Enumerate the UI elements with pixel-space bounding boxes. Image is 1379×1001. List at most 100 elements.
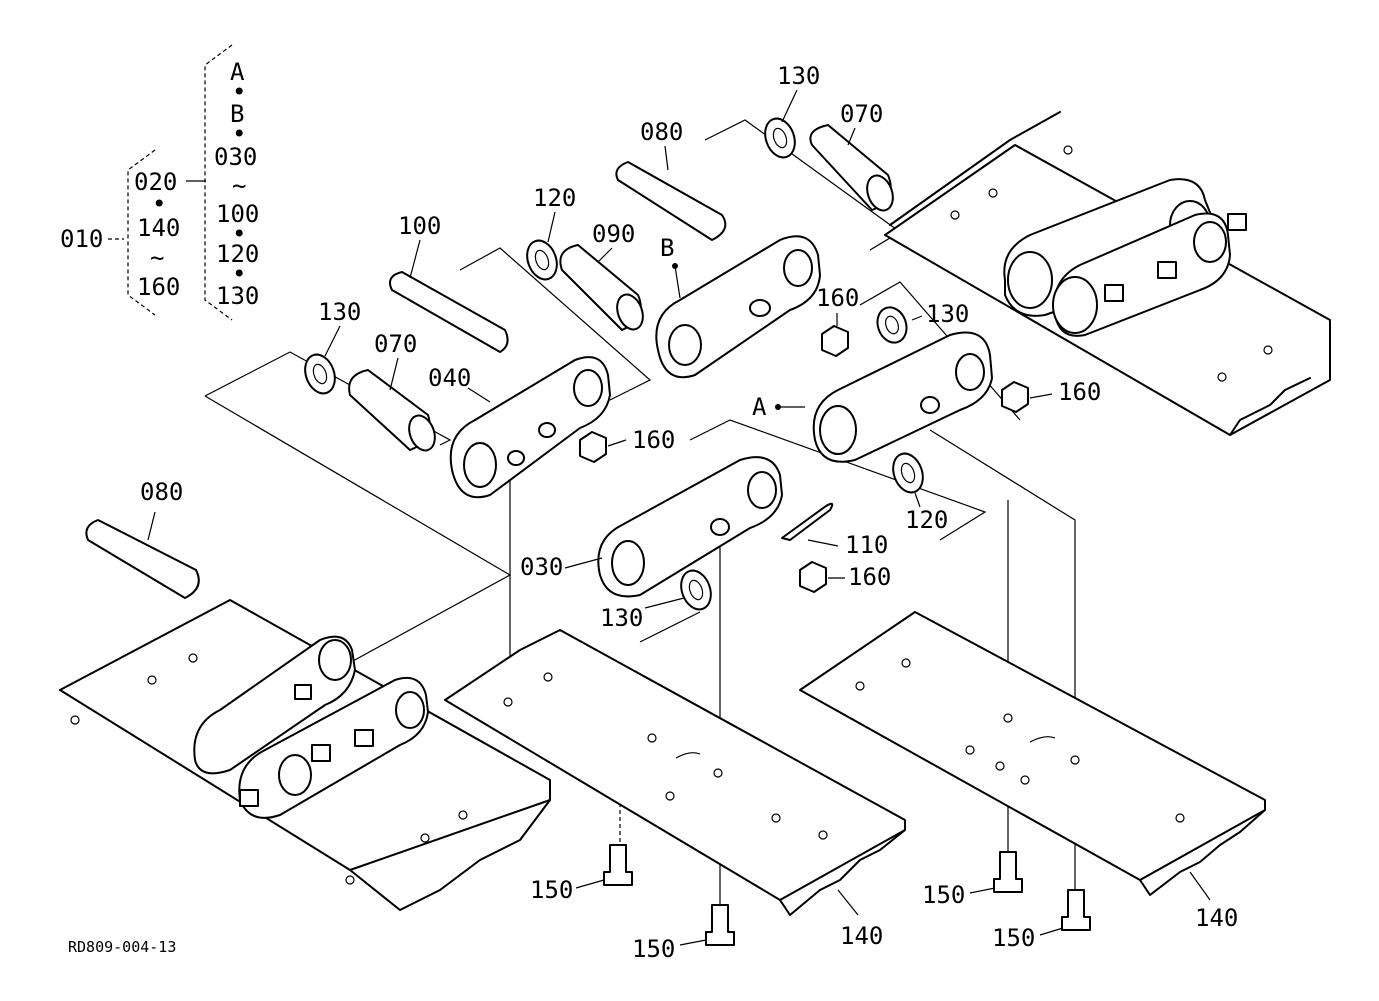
nut-160-mid: [821, 325, 849, 357]
leader-140-a: [837, 889, 859, 916]
label-100: 100: [398, 212, 441, 240]
label-130-top: 130: [777, 62, 820, 90]
legend: 010 020 • 140 ~ 160 A • B • 030 ~ 100 • …: [60, 44, 259, 321]
leader-030: [564, 557, 603, 569]
pin-080-upper: [615, 161, 727, 241]
washer-130-upper: [764, 117, 796, 159]
label-110: 110: [845, 531, 888, 559]
washer-120-right: [892, 452, 924, 494]
legend-a-item-0: 020: [134, 168, 177, 196]
bushing-070-upper-end: [866, 174, 894, 212]
shoe-hole: [1217, 372, 1227, 382]
leader-130-top: [781, 89, 798, 123]
label-160-mid: 160: [816, 284, 859, 312]
track-shoe-b: [799, 611, 1266, 881]
legend-b-dot-2: •: [232, 220, 246, 248]
pin-100: [389, 271, 509, 353]
link-pin-boss: [668, 324, 702, 366]
link-nut: [311, 744, 331, 762]
legend-root: 010: [60, 225, 103, 253]
callout-labels: 130 070 080 120 090 100 130 070 040 160 …: [140, 62, 1238, 963]
washer-hole: [900, 462, 916, 484]
track-frame-top: [889, 111, 1061, 226]
link-pin-boss: [395, 691, 425, 729]
label-070-left: 070: [374, 330, 417, 358]
track-shoe-b-grouser: [1139, 809, 1266, 896]
label-140-a: 140: [840, 922, 883, 950]
label-120-top: 120: [533, 184, 576, 212]
leader-150-a: [575, 879, 605, 889]
leader-130-left: [324, 325, 341, 357]
legend-b-tilde: ~: [232, 172, 246, 200]
bolt-150-c: [993, 851, 1023, 893]
washer-130-right: [876, 306, 908, 344]
legend-a-item-1: 140: [137, 214, 180, 242]
leader-160-left: [607, 439, 627, 447]
leader-150-c: [969, 887, 996, 894]
shoe-hole: [1003, 713, 1013, 723]
bushing-090-end: [616, 293, 644, 331]
link-bolt-hole: [538, 422, 556, 438]
washer-hole: [534, 249, 550, 271]
explosion-guides: [204, 119, 1076, 940]
shoe-hole: [458, 810, 468, 820]
shoe-hole: [818, 830, 828, 840]
pin-080-lower: [85, 519, 200, 599]
label-090: 090: [592, 220, 635, 248]
link-pin-boss: [611, 540, 645, 586]
shoe-hole: [713, 768, 723, 778]
link-pin-boss: [1007, 251, 1053, 309]
shoe-hole: [901, 658, 911, 668]
link-bolt-hole: [507, 450, 525, 466]
track-link-upper-b: [1053, 212, 1231, 337]
shoe-hole: [855, 681, 865, 691]
bushing-070-left-end: [408, 414, 436, 452]
label-ref-A: A: [752, 393, 767, 421]
ref-A-dot: [775, 404, 781, 410]
leader-090: [597, 247, 613, 263]
shoe-hole: [665, 791, 675, 801]
track-link-lower-a: [193, 635, 356, 775]
shoe-hole: [1063, 145, 1073, 155]
shoe-hole: [995, 761, 1005, 771]
guide-top: [704, 119, 902, 251]
washer-hole: [688, 579, 704, 601]
leader-ref-B: [674, 265, 681, 299]
shoe-slot: [675, 752, 701, 759]
link-pin-boss: [573, 369, 603, 407]
legend-b-dot-1: •: [232, 120, 246, 148]
link-bolt-hole: [749, 299, 771, 317]
track-assembly-lower-left: [59, 599, 551, 911]
link-pin-boss: [318, 639, 352, 681]
guide-mid-upper: [459, 247, 652, 401]
shoe-hole: [147, 675, 157, 685]
link-pin-boss: [783, 249, 813, 287]
washer-hole: [772, 127, 788, 149]
label-160-bottom: 160: [848, 563, 891, 591]
legend-b-item-1: B: [230, 100, 244, 128]
link-pin-boss: [463, 442, 497, 488]
bolt-150-a: [603, 844, 633, 886]
label-080-top: 080: [640, 118, 683, 146]
link-pin-boss: [747, 471, 777, 509]
leader-080-top: [664, 145, 669, 171]
guide-center: [689, 419, 987, 541]
legend-b-item-4: 120: [216, 240, 259, 268]
cotter-pin-110: [781, 502, 834, 541]
link-pin-boss: [819, 405, 857, 455]
leader-130-right: [911, 315, 923, 321]
bolt-150-d: [1061, 889, 1091, 931]
legend-b-item-2: 030: [214, 143, 257, 171]
shoe-hole: [503, 697, 513, 707]
legend-b-item-3: 100: [216, 200, 259, 228]
nut-160-right: [1001, 381, 1029, 413]
legend-b-item-5: 130: [216, 282, 259, 310]
guide-center-low: [639, 611, 701, 643]
washer-120-upper: [526, 239, 558, 281]
track-shoe-a-grouser: [779, 829, 906, 916]
washer-130-left: [304, 353, 336, 395]
shoe-hole: [1070, 755, 1080, 765]
leader-140-b: [1189, 871, 1211, 901]
shoe-hole: [188, 653, 198, 663]
exploded-parts: [85, 117, 1091, 946]
